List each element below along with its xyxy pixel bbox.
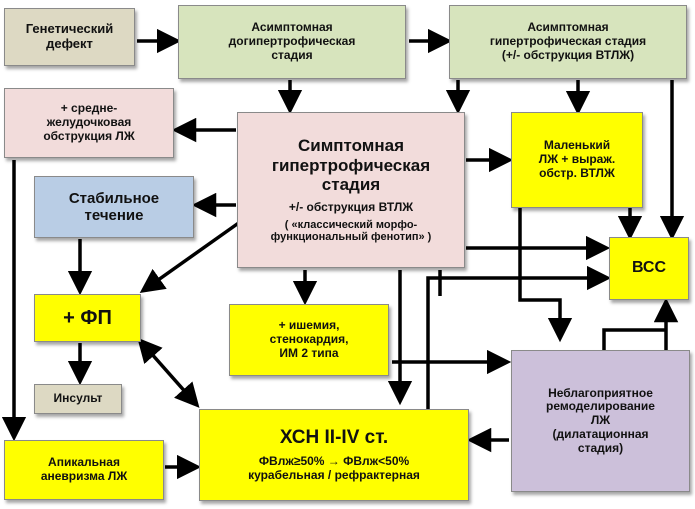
node-midventricular-line-2: желудочковая [46, 115, 132, 130]
node-genetic-defect: Генетический дефект [4, 8, 135, 66]
arrow-symptomatic-to-af [139, 220, 242, 294]
node-apical-aneurysm: Апикальная аневризма ЛЖ [4, 440, 164, 500]
node-symptomatic-sub-1: +/- обструкция ВТЛЖ [288, 199, 414, 214]
node-stable-course: Стабильное течение [34, 176, 194, 238]
node-small-lv-line-3: обстр. ВТЛЖ [539, 165, 615, 180]
node-ischemia-line-1: + ишемия, [278, 318, 340, 333]
node-prehypertrophic-line-3: стадия [271, 47, 313, 62]
node-chf-title: ХСН II-IV ст. [279, 427, 389, 449]
node-symptomatic-title-2: гипертрофическая [271, 155, 431, 175]
node-genetic-defect-line-2: дефект [46, 36, 93, 51]
node-midventricular-line-3: обструкция ЛЖ [43, 128, 135, 143]
node-symptomatic-sub-2: ( «классический морфо- [284, 218, 418, 231]
node-scd: ВСС [609, 237, 689, 300]
node-af-label: + ФП [63, 306, 112, 329]
node-asymptomatic-prehypertrophic: Асимптомная догипертрофическая стадия [178, 5, 406, 79]
node-small-lv: Маленький ЛЖ + выраж. обстр. ВТЛЖ [511, 112, 643, 208]
node-ischemia-line-2: стенокардия, [269, 332, 349, 347]
node-stroke-label: Инсульт [53, 391, 103, 406]
node-chf-line-3: курабельная / рефрактерная [248, 467, 420, 482]
node-adverse-remodeling: Неблагоприятное ремоделирование ЛЖ (дила… [511, 350, 690, 492]
node-asymptomatic-hypertrophic: Асимптомная гипертрофическая стадия (+/-… [449, 5, 687, 79]
node-remodeling-line-5: стадия) [577, 440, 624, 455]
node-stable-line-2: течение [84, 207, 144, 224]
node-remodeling-line-2: ремоделирование [546, 399, 655, 414]
node-symptomatic-hypertrophic: Симптомная гипертрофическая стадия +/- о… [237, 112, 465, 268]
arrow-af-chf-bidirectional [137, 337, 200, 408]
node-prehypertrophic-line-1: Асимптомная [251, 20, 333, 35]
node-midventricular-obstruction: + средне- желудочковая обструкция ЛЖ [4, 88, 174, 158]
node-midventricular-line-1: + средне- [60, 101, 118, 116]
node-apical-line-2: аневризма ЛЖ [40, 469, 128, 483]
node-symptomatic-sub-3: функциональный фенотип» ) [270, 231, 432, 244]
node-genetic-defect-line-1: Генетический [25, 21, 114, 37]
node-af: + ФП [34, 294, 141, 342]
node-ischemia-line-3: ИМ 2 типа [279, 345, 339, 360]
node-chf-line-2: ФВлж≥50% → ФВлж<50% [258, 454, 410, 469]
node-asym-hypertrophic-line-3: (+/- обструкция ВТЛЖ) [501, 47, 635, 62]
node-remodeling-line-3: ЛЖ [590, 413, 611, 428]
node-scd-label: ВСС [631, 259, 667, 277]
node-asym-hypertrophic-line-2: гипертрофическая стадия [489, 34, 647, 49]
node-apical-line-1: Апикальная [48, 455, 120, 470]
node-remodeling-line-4: (дилатационная [552, 426, 649, 441]
node-ischemia: + ишемия, стенокардия, ИМ 2 типа [229, 304, 389, 376]
node-small-lv-line-2: ЛЖ + выраж. [538, 152, 616, 167]
node-asym-hypertrophic-line-1: Асимптомная [527, 20, 609, 35]
node-remodeling-line-1: Неблагоприятное [548, 385, 653, 400]
arrow-symptomatic-to-remodeling [518, 200, 573, 343]
node-stable-line-1: Стабильное [68, 189, 160, 207]
node-chf: ХСН II-IV ст. ФВлж≥50% → ФВлж<50% курабе… [199, 409, 469, 501]
arrow-chf-to-scd [426, 265, 612, 410]
node-symptomatic-title-1: Симптомная [297, 136, 405, 156]
node-small-lv-line-1: Маленький [543, 138, 611, 153]
node-prehypertrophic-line-2: догипертрофическая [228, 34, 356, 49]
node-stroke: Инсульт [34, 384, 122, 414]
arrow-remodeling-to-scd-branch [602, 328, 666, 350]
node-symptomatic-title-3: стадия [321, 175, 381, 195]
